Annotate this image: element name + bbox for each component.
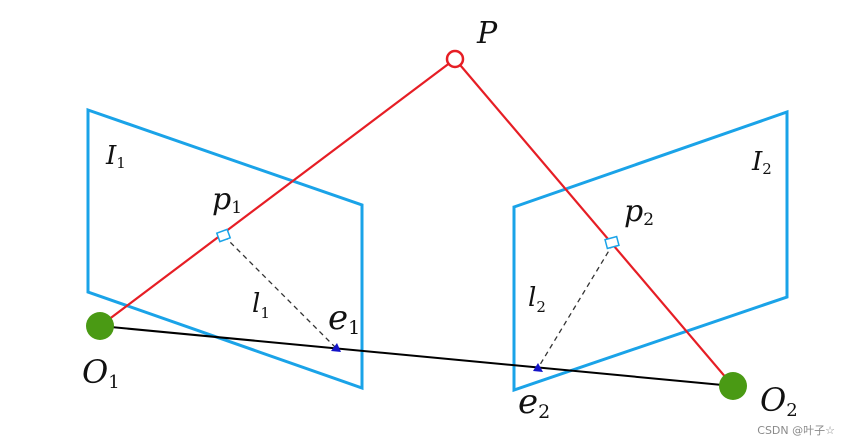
baseline: [99, 325, 734, 387]
camera-center-o2: [719, 372, 747, 400]
camera-center-o1: [86, 312, 114, 340]
label-l1: l1: [252, 289, 270, 322]
label-p2: p2: [624, 194, 654, 230]
label-I2: I2: [751, 147, 772, 178]
watermark-text: CSDN @叶子☆: [757, 424, 835, 437]
point-p1-marker: [215, 228, 232, 243]
image-plane-2: [512, 109, 789, 393]
world-point-p: [445, 49, 465, 69]
label-e1: e1: [328, 298, 360, 339]
epipolar-line-1: [223, 235, 337, 349]
epipole-e2-marker: [533, 363, 543, 372]
label-O1: O1: [82, 353, 120, 393]
ray-o1-p: [99, 58, 456, 327]
label-P: P: [476, 16, 498, 51]
point-p2-marker: [604, 235, 620, 250]
image-plane-1: [86, 107, 364, 391]
label-l2: l2: [528, 283, 546, 316]
label-e2: e2: [518, 382, 550, 423]
label-p1: p1: [212, 182, 242, 218]
epipolar-line-2: [537, 243, 614, 369]
epipole-e1-marker: [331, 343, 341, 352]
label-O2: O2: [760, 381, 798, 421]
label-I1: I1: [105, 141, 126, 172]
ray-o2-p: [454, 58, 734, 387]
